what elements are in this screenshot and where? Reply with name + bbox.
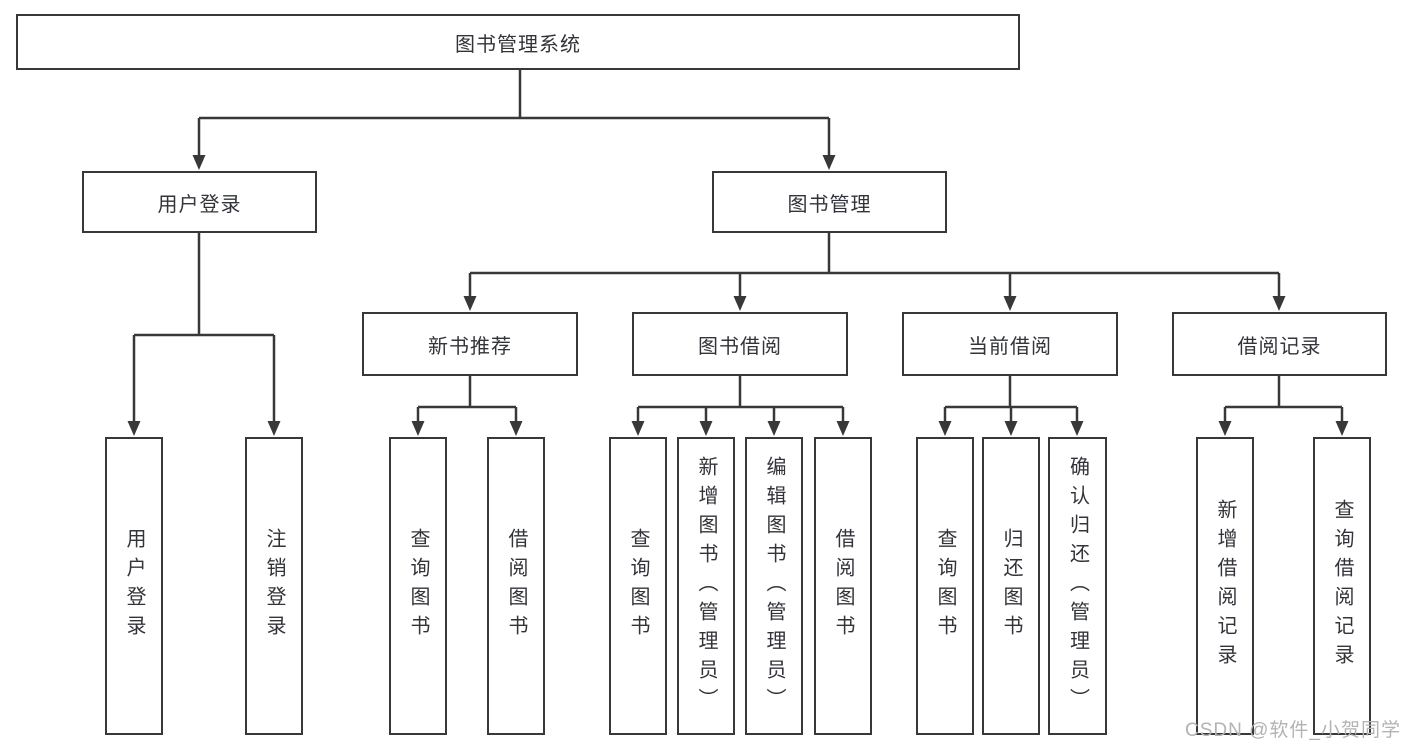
arrowheads [127, 155, 1349, 436]
leaf-current-confirm: 确认归还（管理员） [1048, 437, 1107, 735]
node-borrow-record: 借阅记录 [1172, 312, 1387, 376]
leaf-record-add-label: 新增借阅记录 [1214, 499, 1236, 673]
node-book-borrow: 图书借阅 [632, 312, 848, 376]
leaf-current-return: 归还图书 [982, 437, 1040, 735]
leaf-record-query: 查询借阅记录 [1313, 437, 1371, 735]
node-user-login-label: 用户登录 [157, 193, 242, 216]
node-new-book-rec-label: 新书推荐 [428, 335, 512, 358]
node-user-login: 用户登录 [82, 171, 317, 233]
leaf-user-login-label: 用户登录 [123, 528, 145, 644]
leaf-current-query: 查询图书 [916, 437, 974, 735]
leaf-newbook-query: 查询图书 [389, 437, 447, 735]
leaf-user-login: 用户登录 [105, 437, 163, 735]
csdn-watermark: CSDN @软件_小贺同学 [1185, 720, 1401, 741]
leaf-borrow-edit: 编辑图书（管理员） [745, 437, 803, 735]
node-book-borrow-label: 图书借阅 [698, 335, 782, 358]
leaf-borrow-query-label: 查询图书 [627, 528, 649, 644]
leaf-record-query-label: 查询借阅记录 [1331, 499, 1353, 673]
node-current-borrow-label: 当前借阅 [968, 335, 1052, 358]
node-book-mgmt: 图书管理 [712, 171, 947, 233]
leaf-current-confirm-label: 确认归还（管理员） [1066, 455, 1089, 717]
leaf-borrow-borrow: 借阅图书 [814, 437, 872, 735]
leaf-logout: 注销登录 [245, 437, 303, 735]
leaf-current-return-label: 归还图书 [1000, 528, 1022, 644]
leaf-newbook-borrow: 借阅图书 [487, 437, 545, 735]
leaf-borrow-edit-label: 编辑图书（管理员） [763, 455, 785, 717]
node-current-borrow: 当前借阅 [902, 312, 1118, 376]
leaf-newbook-query-label: 查询图书 [407, 528, 429, 644]
leaf-record-add: 新增借阅记录 [1196, 437, 1254, 735]
leaf-borrow-add: 新增图书（管理员） [677, 437, 735, 735]
leaf-newbook-borrow-label: 借阅图书 [505, 528, 527, 644]
node-root-label: 图书管理系统 [455, 33, 581, 56]
leaf-borrow-add-label: 新增图书（管理员） [695, 455, 717, 717]
node-new-book-rec: 新书推荐 [362, 312, 578, 376]
node-book-mgmt-label: 图书管理 [787, 193, 872, 216]
node-borrow-record-label: 借阅记录 [1237, 335, 1322, 358]
leaf-current-query-label: 查询图书 [934, 528, 956, 644]
node-root: 图书管理系统 [16, 14, 1020, 70]
leaf-borrow-query: 查询图书 [609, 437, 667, 735]
leaf-borrow-borrow-label: 借阅图书 [832, 528, 854, 644]
leaf-logout-label: 注销登录 [263, 528, 285, 644]
